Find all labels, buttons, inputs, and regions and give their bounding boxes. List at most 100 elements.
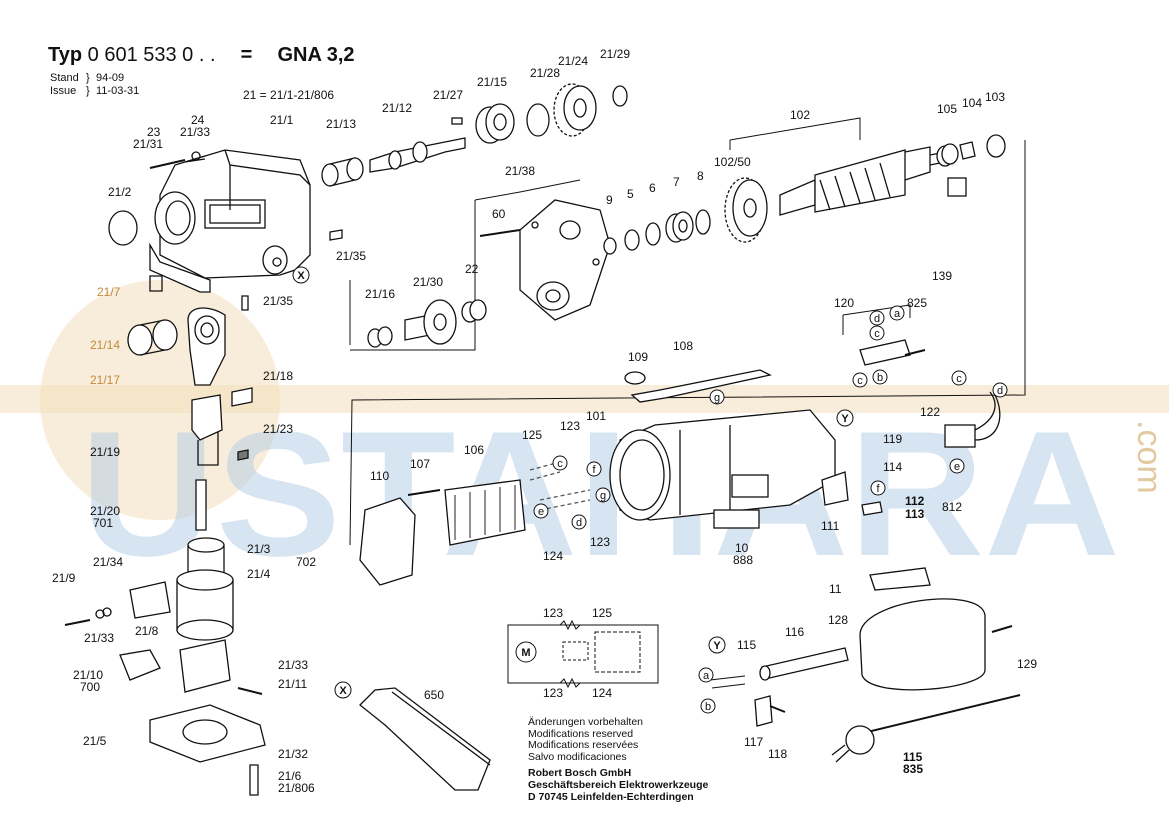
washer-103 [986, 134, 1006, 158]
callout-21-33c: 21/33 [278, 658, 309, 672]
marker-b2: b [705, 701, 711, 713]
part-109 [624, 371, 646, 385]
screw-21-11 [237, 687, 263, 695]
title-model-number: 0 601 533 0 . . [87, 44, 216, 66]
callout-9: 9 [606, 193, 613, 207]
callout-21-24: 21/24 [558, 54, 589, 68]
callout-109: 109 [628, 350, 649, 364]
bearing-105 [936, 143, 959, 167]
part-9 [603, 237, 617, 255]
brush-112 [861, 501, 883, 516]
title-typ: Typ [48, 44, 83, 66]
screw-107 [407, 489, 441, 496]
pin-21-18 [231, 387, 253, 407]
marker-x1: X [297, 270, 305, 282]
note-line-2: Modifications reserved [528, 727, 634, 740]
callout-24: 24 [191, 113, 205, 127]
callout-10: 10 [735, 541, 749, 555]
callout-60: 60 [492, 207, 506, 221]
callout-21-11: 21/11 [278, 677, 308, 691]
callout-21-7: 21/7 [97, 285, 121, 299]
callout-124a: 124 [543, 549, 564, 563]
callout-123d: 123 [543, 686, 564, 700]
callout-122: 122 [920, 405, 941, 419]
stand-value: 94-09 [96, 72, 125, 84]
callout-139: 139 [932, 269, 953, 283]
callout-102: 102 [790, 108, 811, 122]
pin-21-35a [329, 229, 343, 241]
callout-123a: 123 [560, 419, 581, 433]
callout-21-23: 21/23 [263, 422, 294, 436]
callout-105: 105 [937, 102, 958, 116]
callout-104: 104 [962, 96, 983, 110]
callout-123b: 123 [590, 535, 611, 549]
callout-8: 8 [697, 169, 704, 183]
callout-21-8: 21/8 [135, 624, 159, 638]
marker-f1: f [592, 464, 596, 476]
callout-21-29: 21/29 [600, 47, 631, 61]
callout-108: 108 [673, 339, 694, 353]
key-21-27 [451, 117, 463, 125]
baseplate-21-5 [149, 704, 266, 763]
callout-21-30: 21/30 [413, 275, 444, 289]
screw-129 [991, 625, 1013, 633]
callout-128: 128 [828, 613, 849, 627]
callout-22: 22 [465, 262, 479, 276]
callout-21-28: 21/28 [530, 66, 561, 80]
callout-21-12: 21/12 [382, 101, 413, 115]
armature-102 [724, 146, 946, 243]
callout-21-13: 21/13 [326, 117, 357, 131]
callout-21-15: 21/15 [477, 75, 508, 89]
gear-housing [149, 149, 311, 293]
callout-119: 119 [883, 432, 903, 446]
callout-118: 118 [768, 747, 788, 761]
screw-21-32 [249, 764, 259, 796]
title-model-name: GNA 3,2 [277, 44, 355, 66]
revision-box: Stand}94-09 Issue}11-03-31 [50, 72, 140, 97]
marker-b1: b [877, 372, 883, 384]
marker-c1: c [874, 328, 880, 340]
callout-112: 112 [905, 494, 925, 508]
callout-650: 650 [424, 688, 445, 702]
callout-21-35a: 21/35 [336, 249, 367, 263]
part-5 [624, 229, 640, 251]
marker-e1: e [538, 506, 544, 518]
callout-702: 702 [296, 555, 317, 569]
bearing-7 [665, 211, 694, 243]
callout-21-35b: 21/35 [263, 294, 294, 308]
callout-21-17: 21/17 [90, 373, 121, 387]
callout-21-31: 21/31 [133, 137, 164, 151]
callout-101: 101 [586, 409, 607, 423]
needle-bearing-21-13 [321, 157, 364, 187]
part-6 [645, 222, 661, 246]
bearing-plate-21-38 [519, 199, 611, 321]
callout-21-19: 21/19 [90, 445, 121, 459]
callout-21-5: 21/5 [83, 734, 107, 748]
washer-21-34 [102, 607, 112, 617]
circlip-8 [695, 209, 711, 235]
label-11 [869, 567, 931, 591]
callout-21-14: 21/14 [90, 338, 121, 352]
stand-label: Stand [50, 72, 79, 84]
marker-x2: X [339, 685, 347, 697]
callout-701: 701 [93, 516, 114, 530]
screw-21-9 [64, 619, 91, 626]
note-line-4: Salvo modificaciones [528, 750, 627, 763]
callout-129: 129 [1017, 657, 1038, 671]
callout-102-50: 102/50 [714, 155, 751, 169]
marker-g2: g [600, 490, 606, 502]
field-106 [444, 479, 526, 546]
marker-d3: d [576, 517, 582, 529]
screw-21-31 [149, 159, 186, 169]
callout-21-6: 21/6 [278, 769, 302, 783]
callout-21-3: 21/3 [247, 542, 271, 556]
callout-21-18: 21/18 [263, 369, 294, 383]
callout-116: 116 [785, 625, 805, 639]
callout-21-32: 21/32 [278, 747, 309, 761]
plate-108 [630, 369, 772, 403]
screw-21-23 [237, 449, 249, 461]
callout-23: 23 [147, 125, 161, 139]
